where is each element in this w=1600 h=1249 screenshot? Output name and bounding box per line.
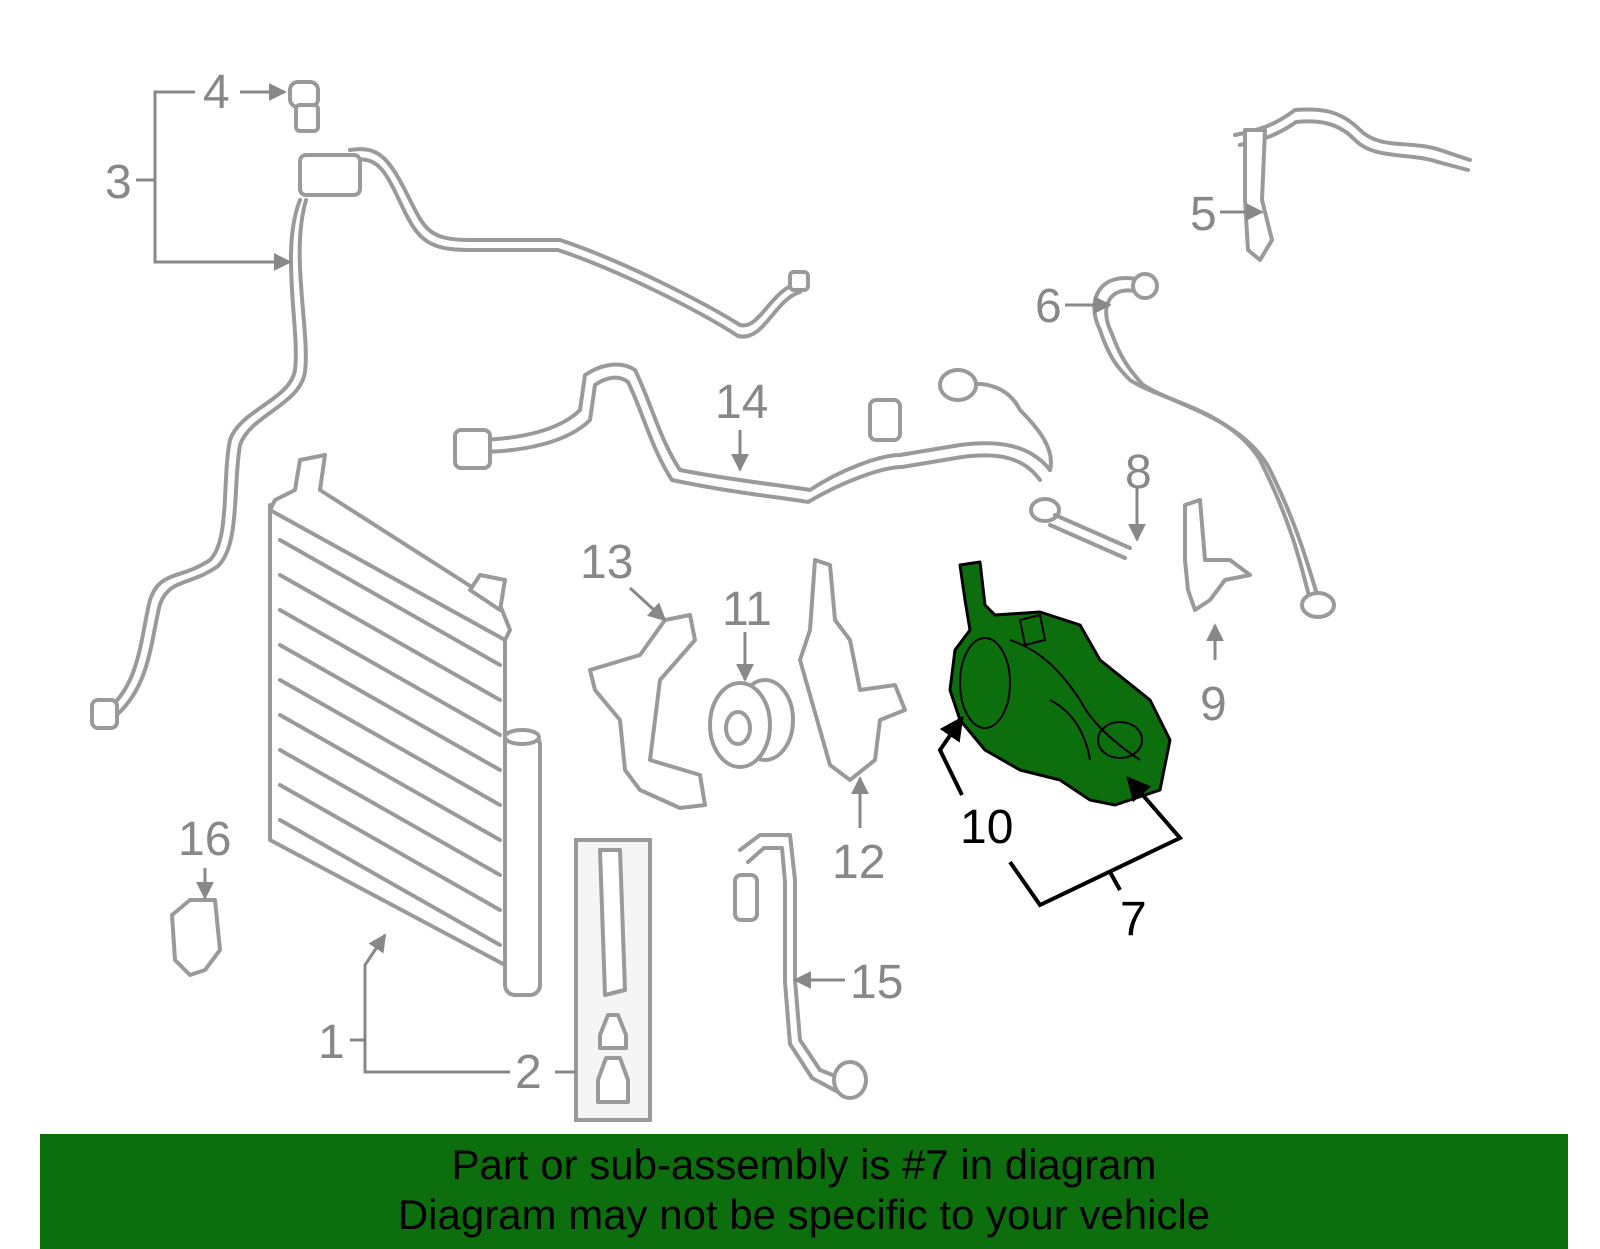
sensor-connector bbox=[170, 898, 222, 977]
callout-2: 2 bbox=[515, 1046, 542, 1099]
callout-5: 5 bbox=[1190, 188, 1217, 241]
callout-15: 15 bbox=[850, 956, 903, 1009]
compressor-bracket bbox=[588, 613, 707, 810]
callout-10: 10 bbox=[960, 801, 1013, 854]
info-banner: Part or sub-assembly is #7 in diagram Di… bbox=[40, 1134, 1568, 1249]
callout-12: 12 bbox=[832, 836, 885, 889]
banner-line-disclaimer: Diagram may not be specific to your vehi… bbox=[397, 1191, 1211, 1238]
condenser-fins bbox=[278, 538, 502, 947]
leader-lines bbox=[136, 83, 1264, 1074]
callout-labels: 1 2 3 4 5 6 7 8 9 10 11 12 13 14 15 16 bbox=[105, 66, 1227, 1099]
callout-4: 4 bbox=[203, 66, 230, 119]
callout-8: 8 bbox=[1125, 446, 1152, 499]
bracket-pipe bbox=[1233, 107, 1472, 262]
callout-9: 9 bbox=[1200, 678, 1227, 731]
condenser bbox=[268, 453, 542, 997]
callout-13: 13 bbox=[580, 536, 633, 589]
idler-pulley bbox=[708, 678, 795, 769]
callout-11: 11 bbox=[722, 583, 772, 636]
callout-6: 6 bbox=[1035, 280, 1062, 333]
suction-tube bbox=[733, 833, 868, 1100]
tensioner-bracket bbox=[798, 558, 907, 782]
mounting-kit bbox=[574, 838, 652, 1122]
pressure-switch bbox=[288, 80, 320, 133]
banner-line-part: Part or sub-assembly is #7 in diagram bbox=[451, 1141, 1157, 1188]
mounting-bracket bbox=[1183, 498, 1252, 612]
ac-compressor-highlighted bbox=[948, 560, 1172, 807]
liquid-line bbox=[453, 362, 1053, 504]
ac-discharge-line bbox=[90, 147, 810, 730]
callout-1: 1 bbox=[318, 1016, 345, 1069]
callout-16: 16 bbox=[178, 813, 231, 866]
callout-3: 3 bbox=[105, 156, 132, 209]
callout-7: 7 bbox=[1120, 893, 1147, 946]
callout-14: 14 bbox=[715, 376, 768, 429]
bolt bbox=[1029, 497, 1132, 560]
